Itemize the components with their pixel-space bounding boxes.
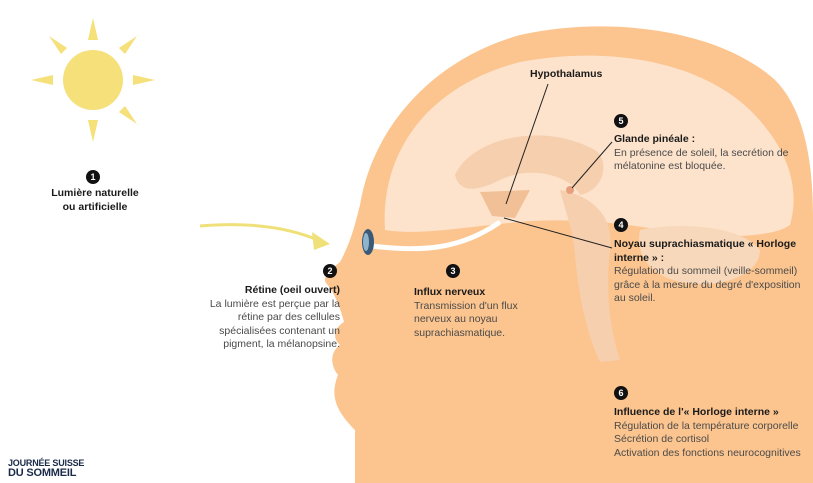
brain	[384, 55, 794, 237]
logo-line1: JOURNÉE SUISSE	[8, 458, 85, 468]
brainstem	[560, 190, 620, 362]
sun-icon	[31, 18, 155, 142]
step-5-badge: 5	[614, 114, 628, 128]
optic-nerve	[371, 219, 502, 252]
logo-line2: DU SOMMEIL	[8, 467, 77, 479]
step-4-label: Noyau suprachiasmatique « Horloge intern…	[614, 238, 809, 306]
step-1-label: Lumière naturelle ou artificielle	[30, 187, 160, 214]
step-3-badge: 3	[446, 264, 460, 278]
step-6-title: Influence de l'« Horloge interne »	[614, 406, 779, 418]
step-2-desc: La lumière est perçue par la rétine par …	[209, 297, 340, 351]
step-4-badge: 4	[614, 218, 628, 232]
step-3-label: Influx nerveux Transmission d'un flux ne…	[414, 286, 554, 340]
hypothalamus-title: Hypothalamus	[530, 68, 603, 80]
journee-suisse-logo: JOURNÉE SUISSE DU SOMMEIL	[8, 458, 85, 479]
step-6-desc: Régulation de la température corporelle …	[614, 419, 801, 459]
hypothalamus-label: Hypothalamus	[530, 68, 602, 82]
step-3-desc: Transmission d'un flux nerveux au noyau …	[414, 299, 518, 339]
step-2-label: Rétine (oeil ouvert) La lumière est perç…	[190, 284, 340, 352]
hypothalamus-leader	[505, 83, 549, 205]
step-4-desc: Régulation du sommeil (veille-sommeil) g…	[614, 265, 801, 304]
arrow-head	[312, 232, 330, 250]
step-4-title: Noyau suprachiasmatique « Horloge intern…	[614, 238, 797, 264]
step-5-title: Glande pinéale :	[614, 133, 696, 145]
step-1-badge: 1	[86, 170, 100, 184]
hypothalamus-area	[480, 190, 530, 218]
step-6-label: Influence de l'« Horloge interne » Régul…	[614, 406, 812, 460]
scn-leader	[503, 217, 613, 249]
step-2-badge: 2	[323, 264, 337, 278]
pineal-leader	[571, 141, 613, 189]
cerebellum	[639, 226, 760, 285]
step-2-title: Rétine (oeil ouvert)	[244, 284, 340, 296]
step-3-title: Influx nerveux	[414, 286, 486, 298]
step-5-desc: En présence de soleil, la secrétion de m…	[614, 146, 789, 173]
step-6-badge: 6	[614, 386, 628, 400]
step-5-label: Glande pinéale : En présence de soleil, …	[614, 133, 809, 174]
step-1-title: Lumière naturelle ou artificielle	[51, 187, 139, 213]
light-arrow	[199, 223, 319, 242]
corpus-callosum	[455, 135, 604, 195]
